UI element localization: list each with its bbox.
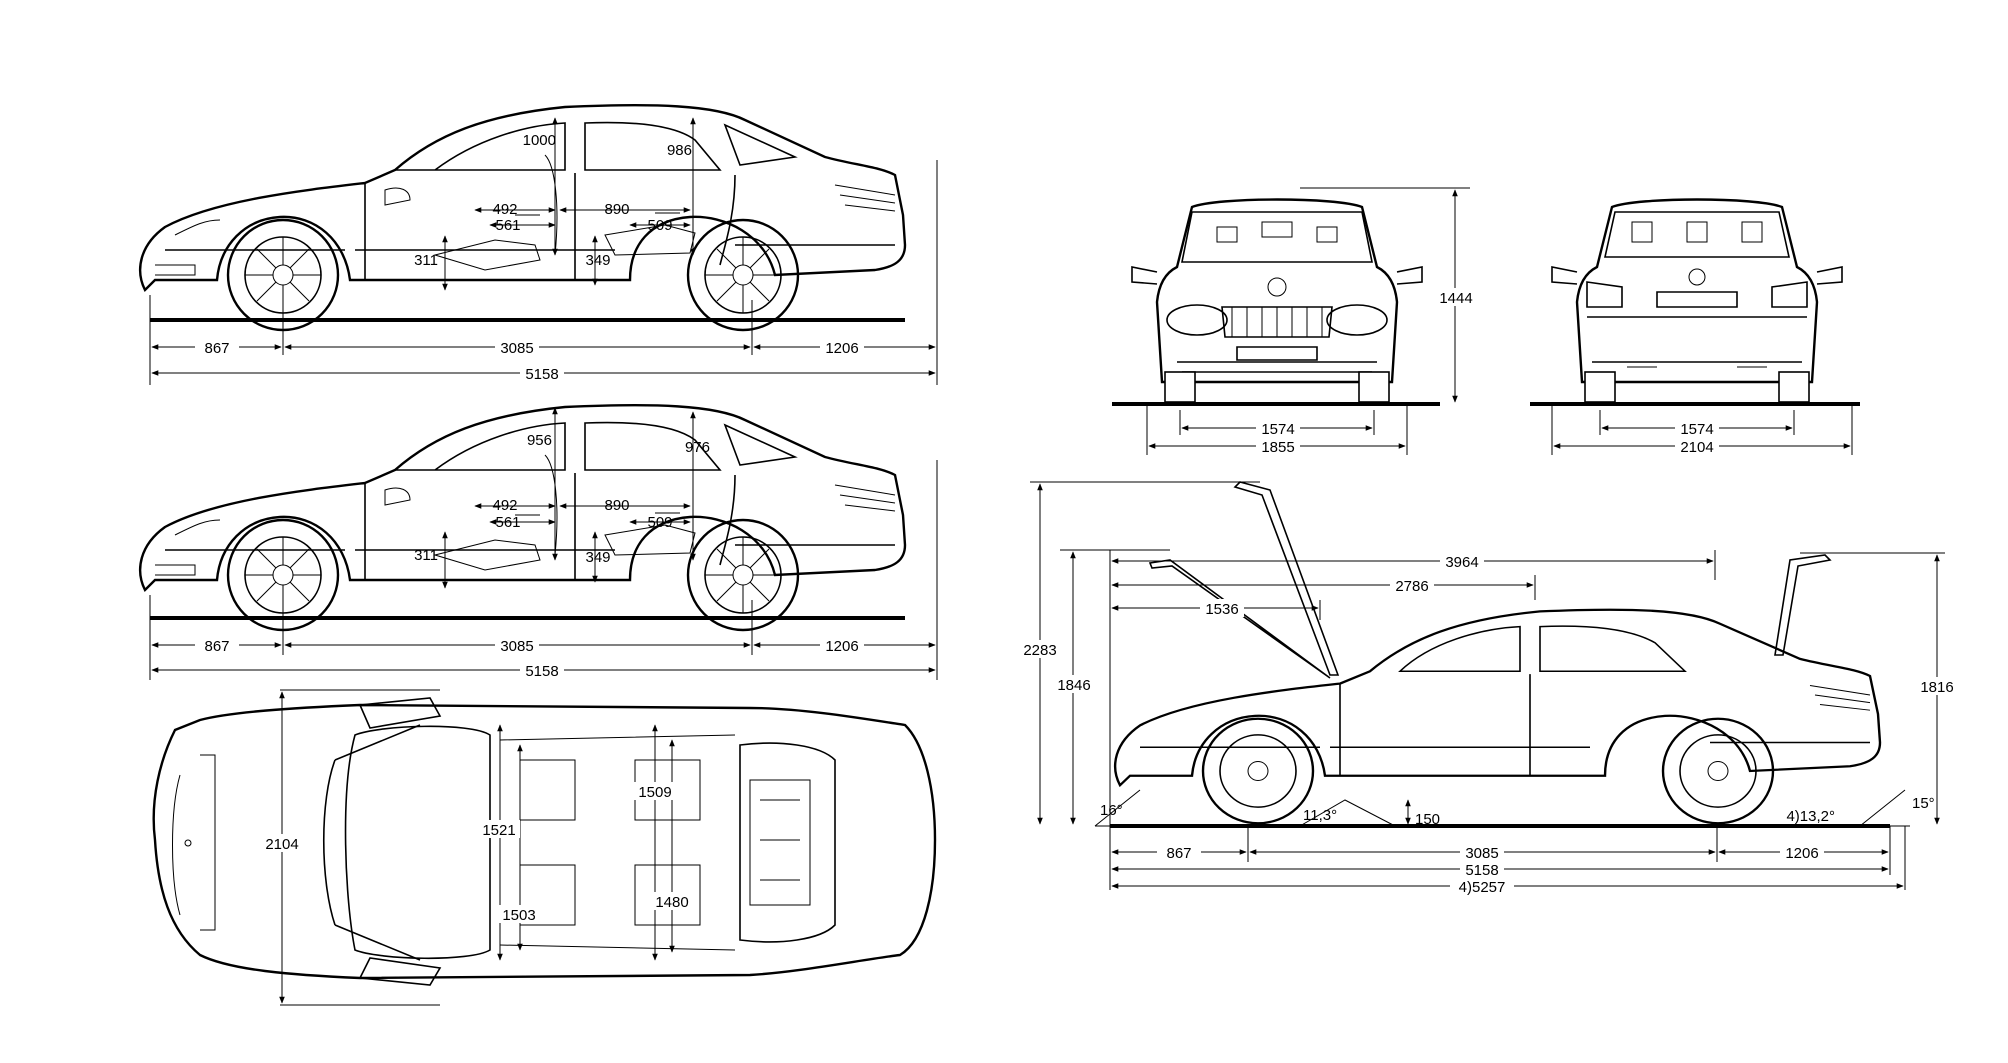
headroom-front: 956 [527,432,552,449]
open-rear-overhang: 1206 [1785,845,1818,862]
dim-front-overhang: 867 [204,638,229,655]
open-view-dimensions: 2283 1846 1816 3964 2786 1536 16° 11,3° … [1018,481,1959,896]
front-view: 1444 1574 1855 [1112,187,1478,456]
side-2-dimensions: 867 3085 1206 5158 [149,460,938,680]
open-car-outline [1113,608,1882,825]
dim-wheelbase: 3085 [500,340,533,357]
rear-car-outline [1550,198,1844,404]
side-2-interior-dims: 956 976 492 561 890 509 311 349 [414,407,710,589]
open-wheelbase: 3085 [1465,845,1498,862]
side-car-outline [138,404,907,632]
rear-track: 1574 [1680,421,1713,438]
dim-492: 492 [492,201,517,218]
headroom-rear: 976 [685,439,710,456]
side-view-2: 867 3085 1206 5158 956 976 492 561 890 5… [138,404,938,680]
dim-890: 890 [604,497,629,514]
side-1-dimensions: 867 3085 1206 5158 [149,160,938,385]
dim-front-overhang: 867 [204,340,229,357]
headroom-front: 1000 [523,132,556,149]
top-dim-1521: 1521 [482,822,515,839]
open-height-1846: 1846 [1057,677,1090,694]
top-dim-1480: 1480 [655,894,688,911]
front-width: 1855 [1261,439,1294,456]
top-car-outline [152,703,937,980]
open-height-trunk: 1816 [1920,679,1953,696]
open-view: 2283 1846 1816 3964 2786 1536 16° 11,3° … [1018,481,1959,896]
approach-angle: 16° [1100,802,1123,819]
dim-561: 561 [495,514,520,531]
dim-349: 349 [585,549,610,566]
dim-492: 492 [492,497,517,514]
open-height-hood: 2283 [1023,642,1056,659]
top-view: 2104 1521 1503 1509 1480 [152,689,937,1006]
front-car-outline [1130,198,1424,404]
open-front-overhang: 867 [1166,845,1191,862]
dim-509: 509 [647,514,672,531]
departure-angle: 15° [1912,795,1935,812]
open-dim-3964: 3964 [1445,554,1478,571]
dim-wheelbase: 3085 [500,638,533,655]
open-hood [1233,481,1340,676]
rear-view: 1574 2104 [1530,198,1860,456]
rear-view-dimensions: 1574 2104 [1551,405,1853,456]
ramp-angle: 11,3° [1303,807,1337,824]
dim-311: 311 [414,547,438,564]
dim-rear-overhang: 1206 [825,638,858,655]
top-width-mirrors: 2104 [265,836,298,853]
front-view-dimensions: 1444 1574 1855 [1146,187,1478,456]
dim-length: 5158 [525,663,558,680]
dim-509: 509 [647,217,672,234]
dim-311: 311 [414,252,438,269]
departure-angle-note: 4)13,2° [1786,808,1835,825]
open-dim-1536: 1536 [1205,601,1238,618]
ground-clearance: 150 [1415,811,1440,828]
open-dim-2786: 2786 [1395,578,1428,595]
headroom-rear: 986 [667,142,692,159]
top-dim-1503: 1503 [502,907,535,924]
dim-349: 349 [585,252,610,269]
dim-561: 561 [495,217,520,234]
front-height: 1444 [1439,290,1472,307]
top-dim-1509: 1509 [638,784,671,801]
top-view-dimensions: 2104 1521 1503 1509 1480 [262,689,693,1006]
dim-rear-overhang: 1206 [825,340,858,357]
open-trunk [1774,554,1832,656]
side-view-1: 867 3085 1206 5158 1000 986 492 561 890 … [138,104,938,385]
side-1-interior-dims: 1000 986 492 561 890 509 311 349 [414,117,696,291]
rear-width-mirrors: 2104 [1680,439,1713,456]
dim-length: 5158 [525,366,558,383]
open-length-note: 4)5257 [1459,879,1506,896]
front-track: 1574 [1261,421,1294,438]
open-length: 5158 [1465,862,1498,879]
dim-890: 890 [604,201,629,218]
